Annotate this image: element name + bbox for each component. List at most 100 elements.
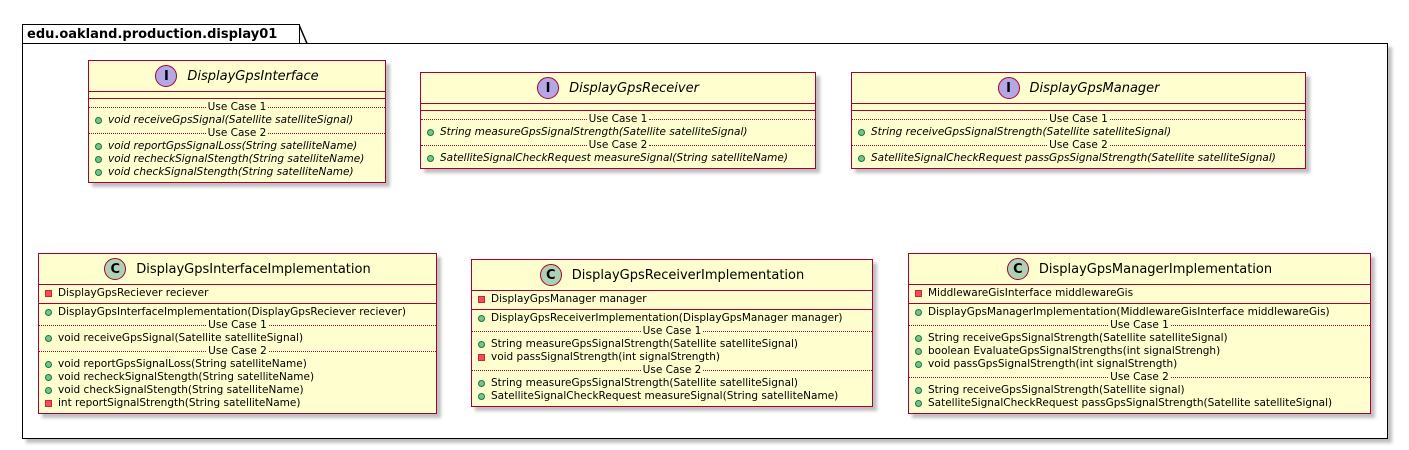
class-name: DisplayGpsInterfaceImplementation — [136, 261, 371, 277]
public-visibility-icon — [858, 155, 865, 162]
public-member: void recheckSignalStength(String satelli… — [95, 153, 379, 166]
public-visibility-icon — [915, 387, 922, 394]
member-signature: DisplayGpsInterfaceImplementation(Displa… — [58, 306, 406, 318]
public-member: void checkSignalStength(String satellite… — [95, 166, 379, 179]
member-signature: SatelliteSignalCheckRequest measureSigna… — [440, 152, 788, 164]
attributes-section: DisplayGpsManager manager — [472, 291, 872, 310]
class-header: I DisplayGpsInterface — [89, 61, 385, 92]
package-tab: edu.oakland.production.display01 — [22, 24, 300, 44]
public-member: void receiveGpsSignal(Satellite satellit… — [45, 332, 430, 345]
class-name: DisplayGpsManager — [1029, 80, 1160, 96]
use-case-label: Use Case 2 — [642, 364, 702, 376]
class-box[interactable]: C DisplayGpsManagerImplementation Middle… — [908, 253, 1371, 414]
public-visibility-icon — [427, 129, 434, 136]
public-visibility-icon — [45, 309, 52, 316]
public-visibility-icon — [95, 117, 102, 124]
public-visibility-icon — [915, 335, 922, 342]
private-member: int reportSignalStrength(String satellit… — [45, 397, 430, 410]
member-signature: boolean EvaluateGpsSignalStrengths(int s… — [928, 345, 1221, 357]
use-case-separator: Use Case 2 — [89, 127, 385, 140]
use-case-separator: Use Case 2 — [421, 139, 815, 152]
class-badge: C — [539, 264, 562, 286]
member-signature: void receiveGpsSignal(Satellite satellit… — [108, 114, 354, 126]
attributes-section — [421, 104, 815, 111]
public-visibility-icon — [915, 348, 922, 355]
public-member: SatelliteSignalCheckRequest passGpsSigna… — [915, 397, 1364, 410]
public-member: SatelliteSignalCheckRequest measureSigna… — [427, 152, 809, 165]
member-signature: void recheckSignalStength(String satelli… — [58, 371, 315, 383]
use-case-separator: Use Case 2 — [39, 345, 436, 358]
public-visibility-icon — [478, 393, 485, 400]
member-signature: String measureGpsSignalStrength(Satellit… — [440, 126, 748, 138]
public-member: String receiveGpsSignalStrength(Satellit… — [858, 126, 1299, 139]
use-case-label: Use Case 1 — [1049, 113, 1108, 125]
public-visibility-icon — [915, 361, 922, 368]
private-visibility-icon — [478, 354, 485, 361]
member-signature: String receiveGpsSignalStrength(Satellit… — [928, 384, 1185, 396]
public-visibility-icon — [95, 156, 102, 163]
use-case-label: Use Case 1 — [1110, 319, 1169, 331]
interface-badge: I — [997, 77, 1020, 99]
public-member: String measureGpsSignalStrength(Satellit… — [478, 338, 866, 351]
class-header: I DisplayGpsManager — [852, 73, 1305, 104]
public-member: void reportGpsSignalLoss(String satellit… — [95, 140, 379, 153]
package-name: edu.oakland.production.display01 — [27, 27, 278, 42]
class-badge: C — [1006, 258, 1029, 280]
public-visibility-icon — [45, 361, 52, 368]
member-signature: DisplayGpsManager manager — [491, 293, 647, 305]
public-member: void passGpsSignalStrength(int signalStr… — [915, 358, 1364, 371]
use-case-separator: Use Case 2 — [852, 139, 1305, 152]
class-header: C DisplayGpsReceiverImplementation — [472, 260, 872, 291]
private-member: DisplayGpsManager manager — [478, 293, 866, 306]
member-signature: void passSignalStrength(int signalStreng… — [491, 351, 720, 363]
public-member: void recheckSignalStength(String satelli… — [45, 371, 430, 384]
member-signature: void passGpsSignalStrength(int signalStr… — [928, 358, 1178, 370]
use-case-separator: Use Case 2 — [909, 371, 1370, 384]
use-case-separator: Use Case 1 — [39, 319, 436, 332]
public-member: String receiveGpsSignalStrength(Satellit… — [915, 332, 1364, 345]
private-member: void passSignalStrength(int signalStreng… — [478, 351, 866, 364]
interface-badge: I — [155, 65, 178, 87]
public-visibility-icon — [95, 169, 102, 176]
use-case-label: Use Case 2 — [208, 345, 267, 357]
public-member: String measureGpsSignalStrength(Satellit… — [427, 126, 809, 139]
public-visibility-icon — [858, 129, 865, 136]
member-signature: SatelliteSignalCheckRequest measureSigna… — [491, 390, 839, 402]
member-signature: String receiveGpsSignalStrength(Satellit… — [871, 126, 1172, 138]
use-case-separator: Use Case 2 — [472, 364, 872, 377]
member-signature: DisplayGpsManagerImplementation(Middlewa… — [928, 306, 1330, 318]
member-signature: SatelliteSignalCheckRequest passGpsSigna… — [928, 397, 1333, 409]
public-visibility-icon — [478, 315, 485, 322]
member-signature: void checkSignalStength(String satellite… — [58, 384, 304, 396]
public-visibility-icon — [45, 335, 52, 342]
class-header: C DisplayGpsManagerImplementation — [909, 254, 1370, 285]
public-visibility-icon — [45, 374, 52, 381]
attributes-section: MiddlewareGisInterface middlewareGis — [909, 285, 1370, 304]
class-box[interactable]: C DisplayGpsInterfaceImplementation Disp… — [38, 253, 437, 414]
use-case-separator: Use Case 1 — [909, 319, 1370, 332]
use-case-label: Use Case 2 — [1049, 139, 1108, 151]
public-member: void receiveGpsSignal(Satellite satellit… — [95, 114, 379, 127]
member-signature: String receiveGpsSignalStrength(Satellit… — [928, 332, 1228, 344]
class-box[interactable]: C DisplayGpsReceiverImplementation Displ… — [471, 259, 873, 407]
public-member: SatelliteSignalCheckRequest passGpsSigna… — [858, 152, 1299, 165]
public-member: void reportGpsSignalLoss(String satellit… — [45, 358, 430, 371]
public-member: void checkSignalStength(String satellite… — [45, 384, 430, 397]
public-member: String measureGpsSignalStrength(Satellit… — [478, 377, 866, 390]
methods-section: DisplayGpsManagerImplementation(Middlewa… — [909, 304, 1370, 413]
public-member: String receiveGpsSignalStrength(Satellit… — [915, 384, 1364, 397]
public-visibility-icon — [45, 387, 52, 394]
public-visibility-icon — [427, 155, 434, 162]
member-signature: DisplayGpsReceiverImplementation(Display… — [491, 312, 843, 324]
package-tab-corner — [299, 24, 308, 44]
member-signature: MiddlewareGisInterface middlewareGis — [928, 287, 1134, 299]
public-visibility-icon — [915, 400, 922, 407]
member-signature: void checkSignalStength(String satellite… — [108, 166, 354, 178]
member-signature: void recheckSignalStength(String satelli… — [108, 153, 365, 165]
